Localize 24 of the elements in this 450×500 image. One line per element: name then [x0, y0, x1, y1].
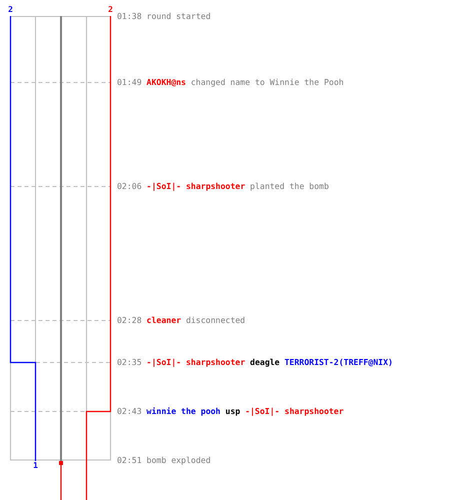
timestamp: 02:51	[117, 455, 142, 465]
player-name: TERRORIST-2(TREFF@NIX)	[284, 357, 393, 367]
timestamp: 02:28	[117, 315, 142, 325]
player-name: -|SoI|- sharpshooter	[146, 181, 246, 191]
player-name: AKOKH@ns	[146, 77, 186, 87]
player-count: 2	[107, 6, 114, 14]
timestamp: 01:38	[117, 11, 142, 21]
timestamp: 02:35	[117, 357, 142, 367]
player-count: 2	[7, 6, 14, 14]
event-description: changed name to Winnie the Pooh	[190, 77, 344, 87]
timestamp: 01:49	[117, 77, 142, 87]
player-name: -|SoI|- sharpshooter	[245, 406, 344, 416]
weapon-name: deagle	[250, 357, 280, 367]
event-description: disconnected	[186, 315, 246, 325]
event-description: round started	[146, 11, 211, 21]
timestamp: 02:43	[117, 406, 142, 416]
player-name: cleaner	[146, 315, 182, 325]
weapon-name: usp	[225, 406, 240, 416]
event-description: planted the bomb	[250, 181, 329, 191]
event-description: bomb exploded	[146, 455, 211, 465]
player-name: winnie the pooh	[146, 406, 220, 416]
player-name: -|SoI|- sharpshooter	[146, 357, 246, 367]
player-count: 1	[32, 462, 39, 470]
timestamp: 02:06	[117, 181, 142, 191]
